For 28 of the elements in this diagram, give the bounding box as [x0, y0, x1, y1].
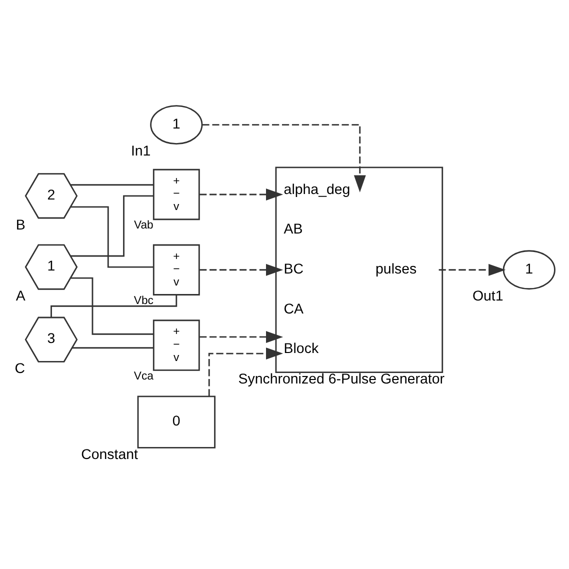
node-label: Constant — [81, 447, 138, 464]
node-label: A — [16, 288, 26, 304]
node-ellipse: 1 — [502, 250, 556, 290]
node-ellipse: 1 — [150, 105, 203, 145]
node-box: + − v — [152, 168, 200, 220]
node-label: C — [14, 361, 26, 378]
node-label: B — [16, 217, 26, 234]
connector — [70, 184, 154, 186]
connector — [70, 195, 154, 257]
node-label: Synchronized 6-Pulse Generator — [238, 372, 445, 388]
node-label: Vbc — [134, 294, 154, 307]
node-box: 0 — [137, 396, 216, 448]
node-box: + − v — [152, 320, 200, 371]
connector — [70, 206, 154, 268]
arrow — [208, 348, 284, 396]
node-label: Out1 — [472, 288, 504, 304]
connector — [50, 295, 178, 318]
connector — [72, 347, 154, 349]
arrow — [438, 264, 506, 276]
arrow — [200, 330, 284, 343]
arrow — [202, 124, 366, 192]
connector — [70, 277, 154, 335]
node-label: Vab — [134, 219, 154, 232]
node-label: In1 — [130, 143, 151, 160]
node-box: + − v — [152, 244, 200, 296]
arrow — [200, 188, 284, 200]
node-label: Vca — [134, 370, 154, 382]
arrow — [200, 264, 284, 276]
